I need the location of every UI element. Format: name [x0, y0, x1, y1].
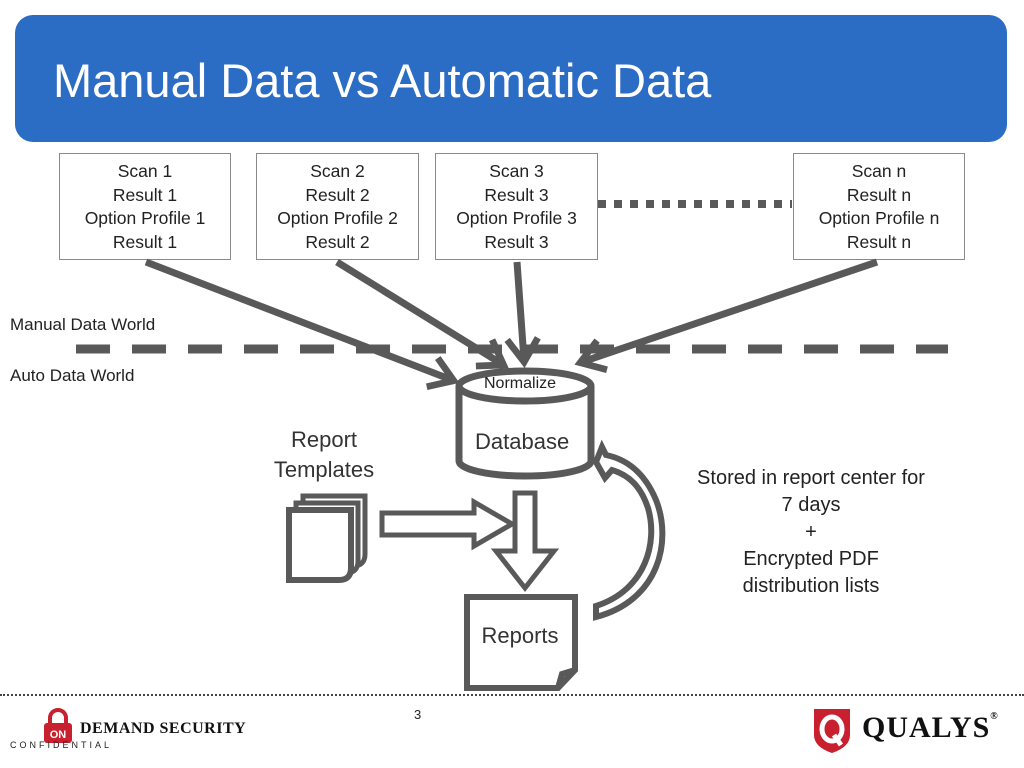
scan-line: Option Profile 2: [277, 208, 398, 228]
scan-line: Option Profile 1: [84, 208, 206, 228]
scan-line: Option Profile 3: [456, 208, 577, 228]
qualys-logo-text: QUALYS®: [862, 711, 999, 745]
normalize-label: Normalize: [484, 375, 557, 392]
scan-line: Result 1: [112, 231, 178, 252]
ondemand-security-logo: ON DEMAND SECURITY: [40, 706, 246, 746]
report-templates-icon: [286, 493, 368, 583]
database-label: Database: [475, 429, 570, 454]
arrow-reports-to-db: [592, 439, 666, 621]
storage-note-line: distribution lists: [742, 575, 880, 597]
scan-line: Option Profile n: [818, 208, 940, 228]
templates-line-2: Templates: [273, 457, 375, 482]
arrow-scan3-to-db: [504, 261, 541, 368]
auto-world-label: Auto Data World: [10, 366, 135, 385]
scan-box-2: Scan 2 Result 2 Option Profile 2 Result …: [256, 153, 419, 260]
scan-line: Result 2: [305, 184, 370, 205]
page-number: 3: [414, 707, 422, 722]
scan-line: Result 2: [305, 231, 370, 252]
footer-divider: [0, 694, 1024, 696]
scan-line: Result 3: [484, 184, 549, 205]
scan-line: Scan 3: [489, 161, 544, 181]
scan-line: Result 1: [112, 184, 178, 205]
confidential-label: CONFIDENTIAL: [10, 740, 113, 750]
storage-note-line: Stored in report center for: [697, 467, 925, 489]
qualys-logo: QUALYS®: [808, 705, 998, 755]
database-cylinder: [455, 367, 595, 480]
arrow-scan1-to-db: [144, 258, 460, 391]
qualys-wordmark: QUALYS: [862, 711, 991, 744]
scan-box-1: Scan 1 Result 1 Option Profile 1 Result …: [59, 153, 231, 260]
padlock-icon: ON: [44, 708, 72, 743]
templates-line-1: Report: [290, 427, 358, 452]
reports-document-icon: [464, 594, 578, 691]
storage-note-line: Encrypted PDF: [743, 548, 879, 570]
scan-line: Scan 2: [310, 161, 365, 181]
arrow-db-to-reports: [490, 490, 560, 593]
arrow-templates-to-flow: [379, 497, 517, 551]
qualys-shield-icon: [814, 709, 850, 753]
scan-line: Result n: [846, 184, 912, 205]
slide-title: Manual Data vs Automatic Data: [53, 54, 712, 107]
ondemand-logo-text: DEMAND SECURITY: [80, 720, 247, 737]
reports-label: Reports: [481, 623, 559, 648]
title-bar: Manual Data vs Automatic Data: [15, 15, 1007, 142]
report-templates-label: Report Templates: [258, 425, 390, 485]
scan-line: Scan 1: [117, 161, 173, 181]
scan-box-n: Scan n Result n Option Profile n Result …: [793, 153, 965, 260]
scan-box-3: Scan 3 Result 3 Option Profile 3 Result …: [435, 153, 598, 260]
storage-note: Stored in report center for 7 days + Enc…: [670, 465, 952, 600]
storage-note-line: 7 days: [781, 494, 841, 516]
manual-world-label: Manual Data World: [10, 315, 156, 334]
logo-badge-text: ON: [50, 729, 67, 741]
scan-line: Result n: [846, 231, 912, 252]
scan-line: Scan n: [851, 161, 907, 181]
storage-note-line: +: [805, 521, 817, 543]
scan-line: Result 3: [484, 231, 549, 252]
registered-mark: ®: [990, 711, 999, 722]
arrow-scann-to-db: [574, 258, 879, 374]
